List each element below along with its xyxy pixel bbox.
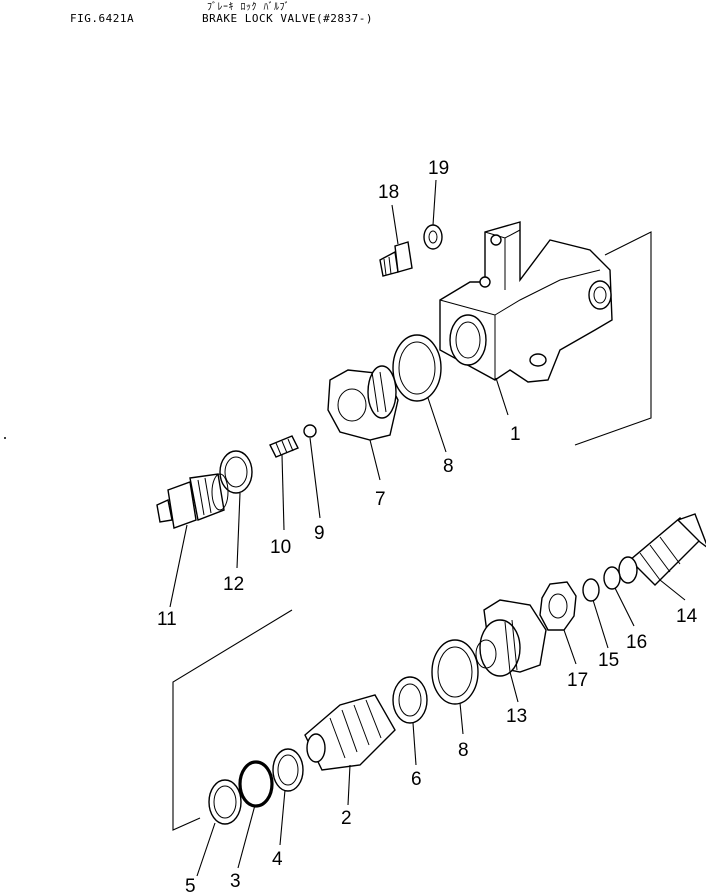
callout-13: 13 [506,706,527,727]
callout-8-lower: 8 [458,740,469,761]
part-7-hex-plug[interactable] [327,365,399,441]
part-16-o-ring[interactable] [603,566,621,590]
callout-7: 7 [375,489,386,510]
part-18-fitting[interactable] [379,241,413,277]
callout-18: 18 [378,182,399,203]
callout-11: 11 [157,609,177,630]
lower-bracket-line [172,609,293,831]
part-8-seal-ring-upper[interactable] [392,334,442,402]
part-13-adjuster-body[interactable] [475,599,547,677]
callout-1: 1 [510,424,521,445]
part-6-ring[interactable] [392,676,428,724]
part-8-seal-ring-lower[interactable] [431,639,479,705]
part-4-snap-ring[interactable] [272,748,304,792]
callout-12: 12 [223,574,244,595]
callout-6: 6 [411,769,422,790]
part-1-valve-body[interactable] [439,221,613,383]
callout-19: 19 [428,158,449,179]
part-15-washer[interactable] [582,578,600,602]
callout-4: 4 [272,849,283,870]
figure-code: FIG.6421A [70,12,135,25]
callout-10: 10 [270,537,291,558]
title-japanese: ﾌﾞﾚｰｷ ﾛｯｸ ﾊﾞﾙﾌﾞ [207,2,291,13]
drawing-header: FIG.6421A ﾌﾞﾚｰｷ ﾛｯｸ ﾊﾞﾙﾌﾞ BRAKE LOCK VAL… [0,0,706,40]
callout-2: 2 [341,808,352,829]
part-5-backup-ring[interactable] [208,779,242,825]
part-3-o-ring[interactable] [238,760,274,808]
part-19-washer[interactable] [423,224,443,250]
callout-5: 5 [185,876,196,894]
callout-9: 9 [314,523,325,544]
part-14-threaded-plug[interactable] [618,513,706,586]
part-2-spool[interactable] [304,694,396,771]
part-12-washer[interactable] [219,450,253,494]
callout-17: 17 [567,670,588,691]
part-9-ball[interactable] [303,424,317,438]
callout-3: 3 [230,871,241,892]
part-10-spring[interactable] [269,435,299,458]
callout-15: 15 [598,650,619,671]
title-english: BRAKE LOCK VALVE(#2837-) [202,12,373,25]
callout-labels: 19 18 1 8 7 9 10 12 11 14 16 15 17 13 8 … [157,158,698,894]
part-11-connector[interactable] [156,473,229,529]
callout-8-upper: 8 [443,456,454,477]
part-17-hex-nut[interactable] [539,581,577,631]
callout-14: 14 [676,606,698,627]
callout-16: 16 [626,632,647,653]
leader-lines [169,179,686,877]
scan-speck [4,437,6,439]
upper-bracket-line [574,231,652,446]
